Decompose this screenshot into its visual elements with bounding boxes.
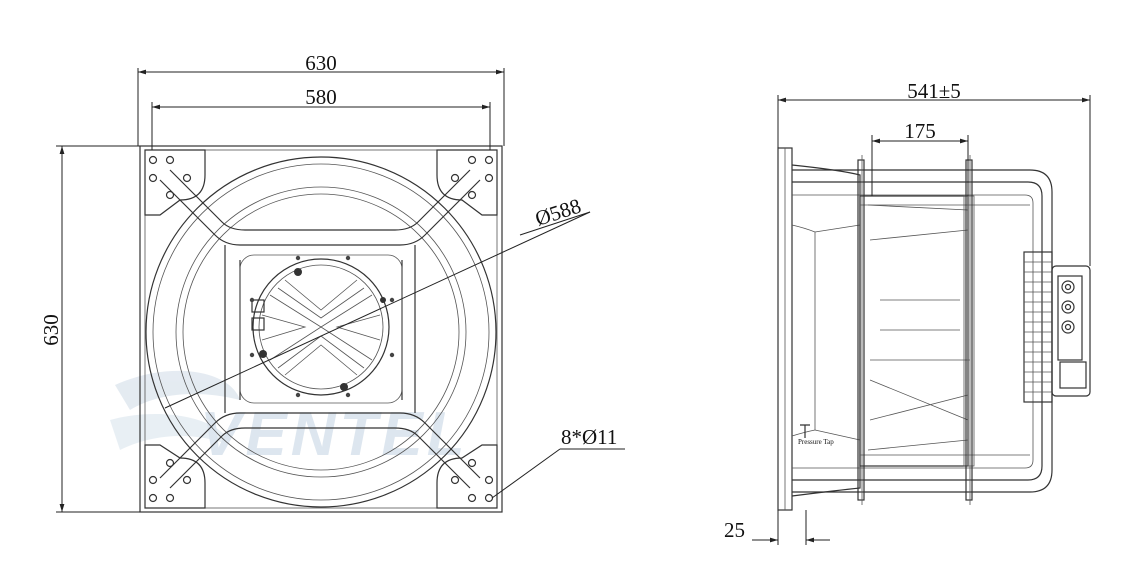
support-frame	[159, 169, 481, 489]
dim-hole-spacing-label: 580	[305, 85, 337, 109]
pressure-tap: Pressure Tap	[798, 424, 834, 446]
dim-inlet-diameter-label: Ø588	[532, 194, 584, 231]
front-plate	[139, 145, 503, 513]
inlet-ring-outer	[145, 156, 497, 508]
pressure-tap-label: Pressure Tap	[798, 438, 834, 446]
dim-motor-offset: 175	[871, 119, 969, 196]
motor-hub	[251, 258, 390, 396]
dim-overall-width: 630	[137, 51, 505, 146]
motor	[1023, 251, 1091, 403]
dim-mounting-holes: 8*Ø11	[491, 425, 625, 499]
dim-overall-height: 630	[39, 145, 140, 513]
dim-overall-height-label: 630	[39, 314, 63, 346]
inlet-cone	[791, 164, 861, 497]
dim-flange-thickness: 25	[724, 510, 830, 545]
dim-overall-depth-label: 541±5	[907, 79, 961, 103]
corner-pad-tr	[436, 149, 498, 216]
dim-flange-thickness-label: 25	[724, 518, 745, 542]
dim-motor-offset-label: 175	[904, 119, 936, 143]
dim-hole-spacing: 580	[151, 85, 491, 150]
dim-mounting-holes-label: 8*Ø11	[561, 425, 617, 449]
corner-pad-bl	[144, 444, 206, 509]
hub-bolt-holes	[249, 255, 395, 398]
impeller	[859, 195, 975, 467]
corner-pad-tl	[144, 149, 206, 216]
watermark-text: VENTEL	[200, 400, 469, 469]
dim-overall-depth: 541±5	[777, 79, 1091, 266]
side-view: Pressure Tap 541±5 175 25	[724, 79, 1091, 545]
dim-overall-width-label: 630	[305, 51, 337, 75]
